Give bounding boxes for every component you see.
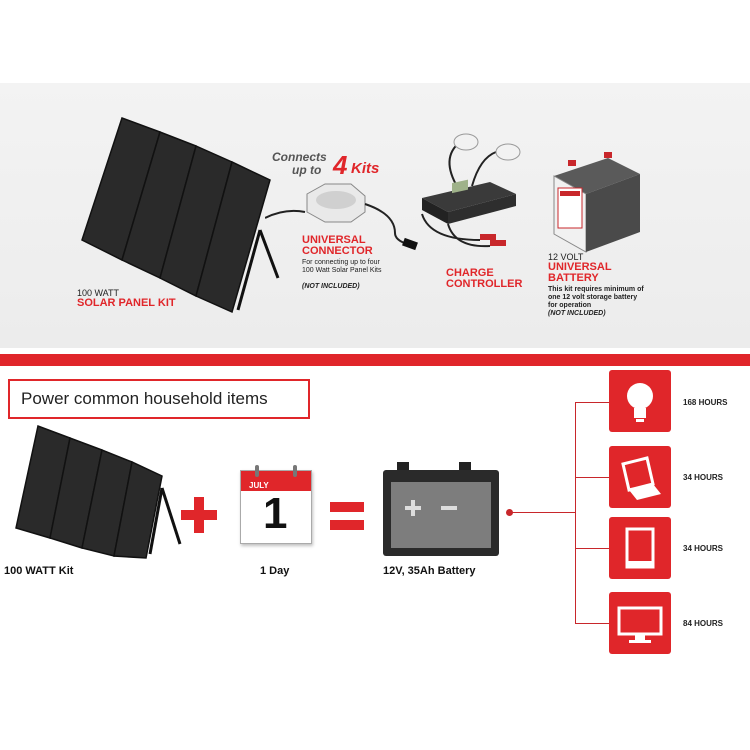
solar-panel-image [81, 117, 280, 314]
item-hours: 34 HOURS [683, 544, 724, 553]
calendar-day: 1 [263, 489, 288, 538]
connector-branch [575, 477, 609, 478]
universal-battery-image [553, 152, 640, 253]
controller-title1: CHARGE [446, 267, 494, 279]
connector-branch [575, 623, 609, 624]
tv-icon [609, 592, 671, 654]
connector-title1: UNIVERSAL [302, 234, 366, 246]
battery-title2: BATTERY [548, 272, 599, 284]
connector-dot [506, 509, 513, 516]
charge-controller-image [421, 133, 521, 248]
section-heading: Power common household items [8, 379, 310, 419]
connector-line [510, 512, 576, 513]
kit-panel-image [15, 424, 182, 559]
connector-description: For connecting up to four 100 Watt Solar… [302, 259, 382, 274]
connector-title2: CONNECTOR [302, 245, 373, 257]
item-hours: 84 HOURS [683, 619, 724, 628]
connector-branch [575, 402, 609, 403]
connects-kits: Kits [351, 160, 380, 177]
day-label: 1 Day [260, 565, 290, 577]
item-hours: 34 HOURS [683, 473, 724, 482]
panel-name-label: SOLAR PANEL KIT [77, 297, 176, 309]
connector-spine [575, 402, 576, 624]
connects-line1: Connects [272, 150, 327, 164]
battery-label: 12V, 35Ah Battery [383, 565, 476, 577]
plus-icon [181, 497, 217, 533]
battery-volt-label: 12 VOLT [548, 252, 584, 262]
equals-icon [330, 502, 364, 532]
connector-branch [575, 548, 609, 549]
connector-note: (NOT INCLUDED) [302, 283, 360, 290]
laptop-icon [609, 446, 671, 508]
battery-title1: UNIVERSAL [548, 261, 612, 273]
universal-connector-image [265, 183, 418, 251]
calendar-month: JULY [249, 481, 269, 490]
kit-label: 100 WATT Kit [4, 565, 74, 577]
calendar-icon: JULY 1 [240, 465, 312, 544]
item-hours: 168 HOURS [683, 398, 728, 407]
battery-description: This kit requires minimum of one 12 volt… [548, 286, 644, 309]
controller-title2: CONTROLLER [446, 278, 523, 290]
battery-icon [383, 462, 499, 556]
battery-note: (NOT INCLUDED) [548, 310, 606, 317]
section-divider [0, 354, 750, 366]
panel-watt-label: 100 WATT [77, 288, 120, 298]
tablet-icon [609, 517, 671, 579]
connects-line2: up to [292, 163, 322, 177]
light-bulb-icon [609, 370, 671, 432]
connects-number: 4 [333, 150, 348, 180]
